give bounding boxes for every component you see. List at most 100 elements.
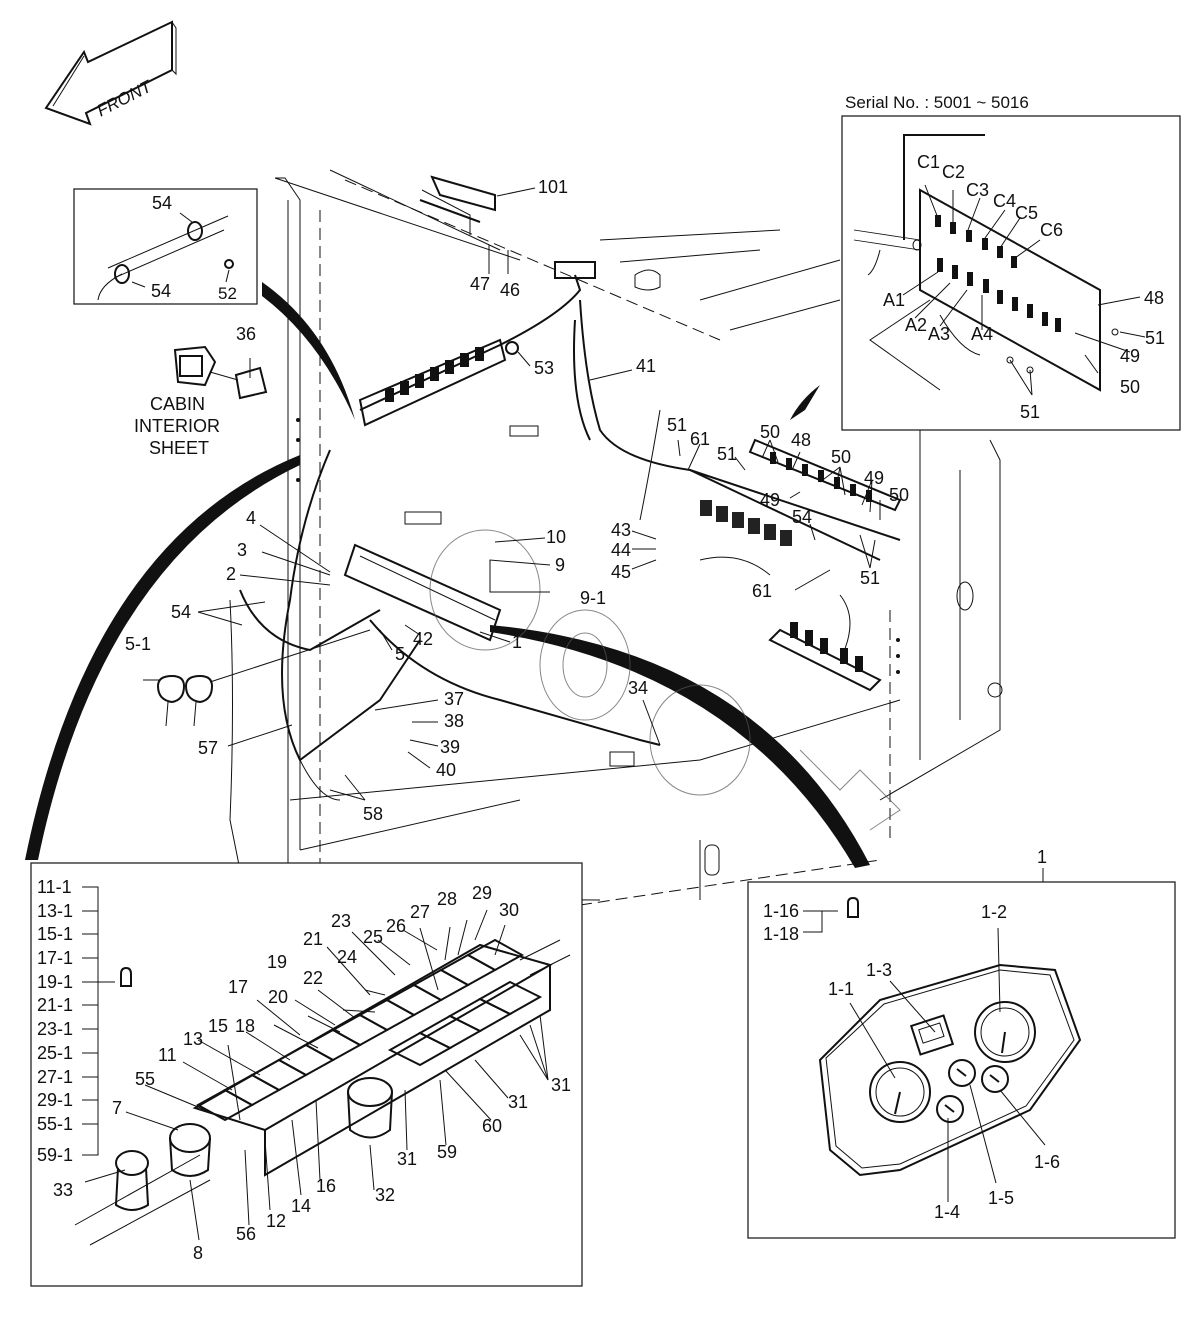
serial-a4: A4 <box>971 324 993 344</box>
callout-50-c: 50 <box>889 485 909 505</box>
callout-57: 57 <box>198 738 218 758</box>
cluster-1-2: 1-2 <box>981 902 1007 922</box>
callout-58: 58 <box>363 804 383 824</box>
bulb-list: 11-1 13-1 15-1 17-1 19-1 21-1 23-1 25-1 … <box>37 877 73 1165</box>
sw-12: 12 <box>266 1211 286 1231</box>
cluster-1-5: 1-5 <box>988 1188 1014 1208</box>
switch-panel-labels: 55 7 33 8 11 13 15 18 17 20 19 22 21 24 … <box>53 883 571 1263</box>
inset-switch-panel: 11-1 13-1 15-1 17-1 19-1 21-1 23-1 25-1 … <box>30 862 583 1287</box>
cluster-1-16: 1-16 <box>763 901 799 921</box>
cluster-1-6: 1-6 <box>1034 1152 1060 1172</box>
sw-23: 23 <box>331 911 351 931</box>
callout-9-1: 9-1 <box>580 588 606 608</box>
serial-49: 49 <box>1120 346 1140 366</box>
bulb-13-1: 13-1 <box>37 901 73 921</box>
callout-38: 38 <box>444 711 464 731</box>
sw-56: 56 <box>236 1224 256 1244</box>
callout-51-a: 51 <box>667 415 687 435</box>
cabin-note-line1: CABIN <box>150 394 205 414</box>
serial-50: 50 <box>1120 377 1140 397</box>
bulb-icon <box>847 896 859 918</box>
gauge-1-5 <box>948 1059 976 1087</box>
callout-43: 43 <box>611 520 631 540</box>
bulb-25-1: 25-1 <box>37 1043 73 1063</box>
sw-24: 24 <box>337 947 357 967</box>
callout-40: 40 <box>436 760 456 780</box>
callout-42: 42 <box>413 629 433 649</box>
bulb-55-1: 55-1 <box>37 1114 73 1134</box>
switch-row <box>74 938 571 1246</box>
bulb-27-1: 27-1 <box>37 1067 73 1087</box>
serial-c5: C5 <box>1015 203 1038 223</box>
bulb-59-1: 59-1 <box>37 1145 73 1165</box>
switch-bank-assembly <box>358 338 519 427</box>
grommet-label-54-top: 54 <box>152 193 172 213</box>
bulb-29-1: 29-1 <box>37 1090 73 1110</box>
callout-swooshes <box>25 282 870 868</box>
callout-5-1: 5-1 <box>125 634 151 654</box>
bulb-15-1: 15-1 <box>37 924 73 944</box>
gauge-1-2 <box>974 1001 1036 1063</box>
sw-26: 26 <box>386 916 406 936</box>
callout-61-a: 61 <box>690 429 710 449</box>
callout-34: 34 <box>628 678 648 698</box>
serial-c6: C6 <box>1040 220 1063 240</box>
sw-14: 14 <box>291 1196 311 1216</box>
callout-2: 2 <box>226 564 236 584</box>
sw-29: 29 <box>472 883 492 903</box>
sw-11: 11 <box>158 1045 177 1065</box>
top-connector <box>419 175 496 235</box>
sw-20: 20 <box>268 987 288 1007</box>
bulb-21-1: 21-1 <box>37 995 73 1015</box>
serial-51-bottom: 51 <box>1020 402 1040 422</box>
callout-49-b: 49 <box>864 468 884 488</box>
sw-7: 7 <box>112 1098 122 1118</box>
inset-grommet: 54 54 52 <box>73 188 258 305</box>
callout-1: 1 <box>512 632 522 652</box>
sw-25: 25 <box>363 927 383 947</box>
callout-54: 54 <box>171 602 191 622</box>
instrument-panel-mount <box>343 543 502 642</box>
pushbutton-33 <box>115 1150 149 1176</box>
cluster-1-1: 1-1 <box>828 979 854 999</box>
callout-49-a: 49 <box>760 490 780 510</box>
callout-labels: 101 47 46 53 41 36 CABIN INTERIOR SHEET … <box>125 177 909 824</box>
callout-5: 5 <box>395 644 405 664</box>
callout-4: 4 <box>246 508 256 528</box>
cab-structure <box>229 169 1003 906</box>
sw-60: 60 <box>482 1116 502 1136</box>
cabin-interior-device <box>173 345 268 400</box>
callout-46: 46 <box>500 280 520 300</box>
callout-36: 36 <box>236 324 256 344</box>
sw-8: 8 <box>193 1243 203 1263</box>
gauge-1-1 <box>869 1061 931 1123</box>
cabin-note-line2: INTERIOR <box>134 416 220 436</box>
leader-lines <box>143 187 881 801</box>
front-arrow-label: FRONT <box>94 76 156 120</box>
callout-3: 3 <box>237 540 247 560</box>
sw-13: 13 <box>183 1029 203 1049</box>
inset-serial-relay-panel: Serial No. : 5001 ~ 5016 <box>841 93 1181 431</box>
sw-55: 55 <box>135 1069 155 1089</box>
wiring-harness <box>239 261 901 801</box>
inset-instrument-cluster: 1 1-16 1-18 1-1 1-3 1-2 <box>747 847 1176 1239</box>
sw-31-a: 31 <box>397 1149 417 1169</box>
display-1-3 <box>909 1014 955 1056</box>
grommet-label-54-bottom: 54 <box>151 281 171 301</box>
serial-a2: A2 <box>905 315 927 335</box>
callout-41: 41 <box>636 356 656 376</box>
serial-c1: C1 <box>917 152 940 172</box>
callout-37: 37 <box>444 689 464 709</box>
ignition-keys <box>156 674 214 727</box>
bulb-19-1: 19-1 <box>37 972 73 992</box>
callout-44: 44 <box>611 540 631 560</box>
serial-note: Serial No. : 5001 ~ 5016 <box>845 93 1029 112</box>
front-arrow: FRONT <box>44 20 177 126</box>
callout-61-b: 61 <box>752 581 772 601</box>
serial-51-right: 51 <box>1145 328 1165 348</box>
sw-27: 27 <box>410 902 430 922</box>
callout-51-b: 51 <box>717 444 737 464</box>
sw-21: 21 <box>303 929 323 949</box>
gauge-1-6 <box>981 1065 1009 1093</box>
